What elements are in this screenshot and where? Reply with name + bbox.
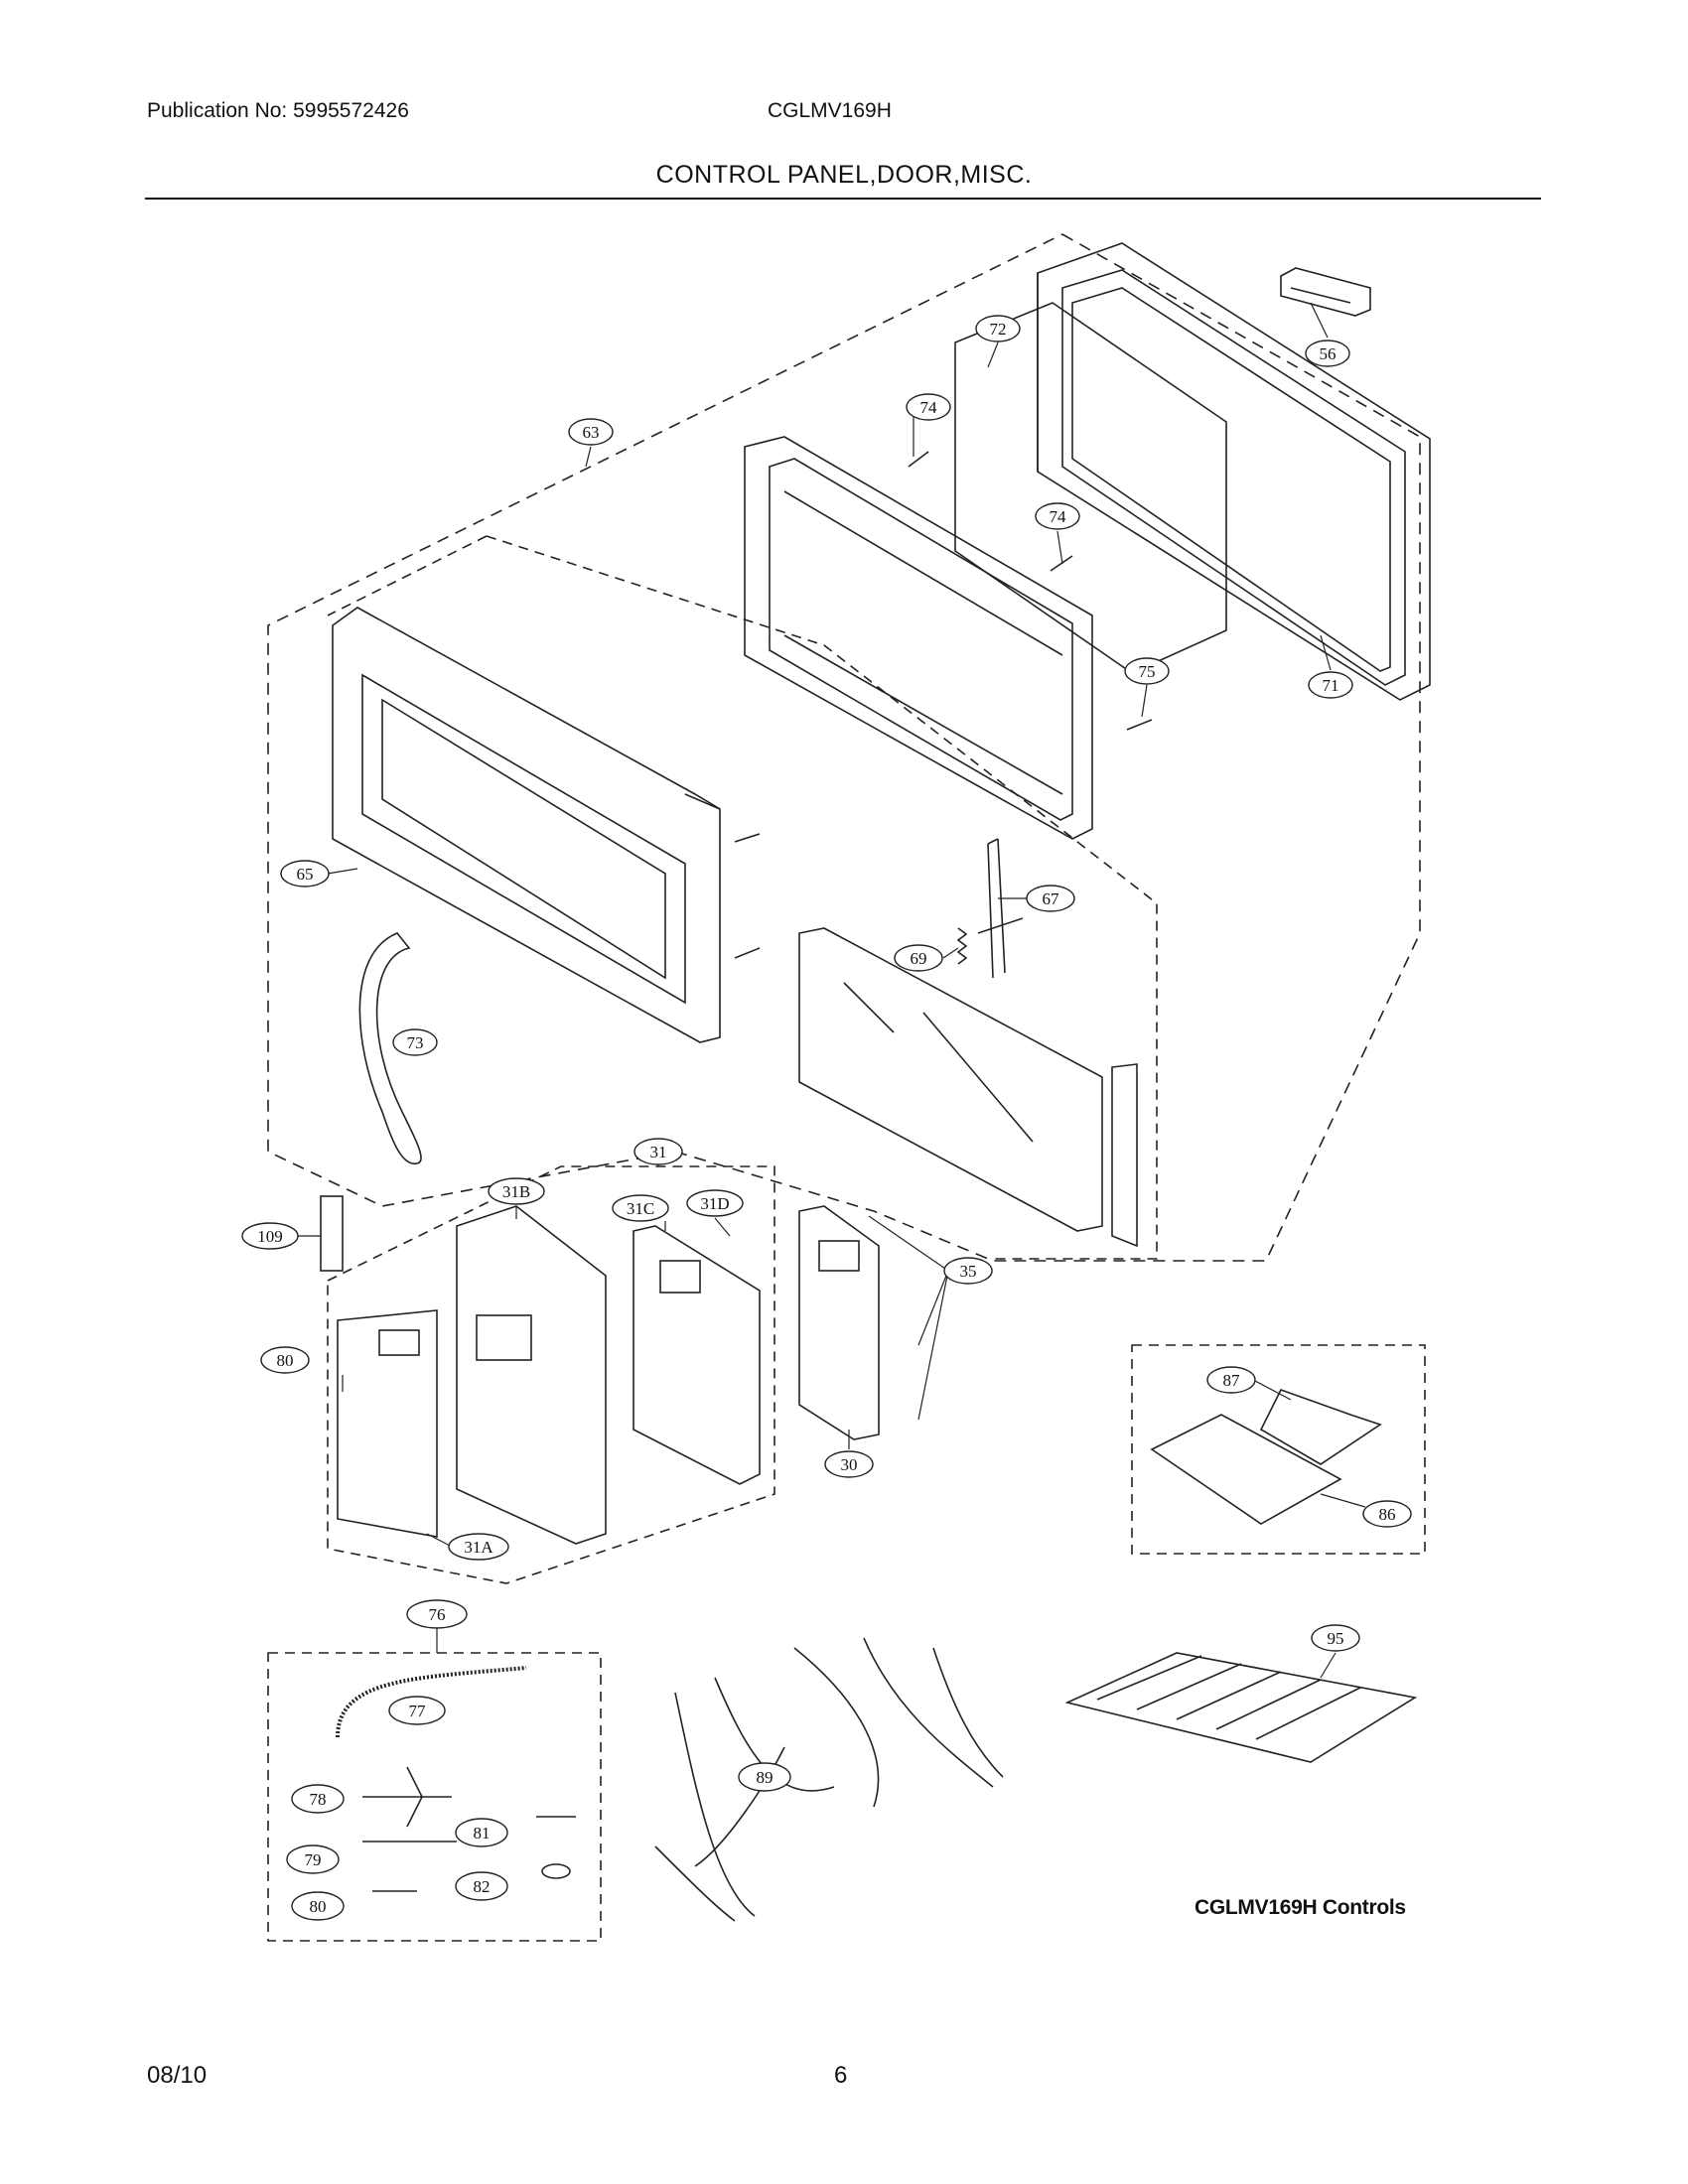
callout-label: 95 [1328,1629,1344,1648]
callout-label: 74 [1050,507,1067,526]
callout-label: 73 [407,1033,424,1052]
callout-label: 79 [305,1850,322,1869]
screws [734,451,1153,959]
leader-lines [298,302,1366,1679]
callout-label: 80 [277,1351,294,1370]
callout-label: 30 [841,1455,858,1474]
callout-label: 67 [1043,889,1060,908]
handle-73 [358,932,422,1164]
callout-label: 35 [960,1262,977,1281]
callout-label: 31A [464,1538,493,1557]
callout-label: 31 [650,1143,667,1161]
callout-label: 63 [583,423,600,442]
callout-label: 69 [911,949,927,968]
wire-harness-89 [654,1637,1004,1922]
washer-82 [541,1863,571,1879]
control-panel-boundary [327,1165,775,1584]
section-title: CONTROL PANEL,DOOR,MISC. [655,161,1033,189]
page-number: 6 [834,2062,848,2089]
callout-label: 65 [297,865,314,884]
callout-label: 72 [990,320,1007,339]
callout-label: 56 [1320,344,1336,363]
board-30 [798,1205,880,1440]
callouts [241,315,1412,1921]
callout-label: 82 [474,1877,491,1896]
callout-label: 31D [700,1194,729,1213]
diagram-caption: CGLMV169H Controls [1195,1896,1406,1919]
install-kit-box [267,1652,602,1942]
label-109 [320,1195,344,1272]
frame-31C [633,1225,761,1485]
gasket-77 [336,1666,527,1738]
callout-label: 31B [502,1182,530,1201]
misc-box [1131,1344,1426,1555]
door-frame-71 [1037,242,1431,701]
footer-date: 08/10 [147,2062,208,2089]
callout-label: 71 [1323,676,1339,695]
callout-labels: 56 72 74 74 63 71 75 65 67 69 73 31 31B … [257,320,1395,1916]
choke-boundary [486,535,1158,1260]
callout-label: 31C [627,1199,654,1218]
card-87 [1259,1389,1382,1465]
card-86 [1150,1414,1342,1525]
callout-label: 75 [1139,662,1156,681]
callout-label: 89 [757,1768,774,1787]
callout-label: 86 [1379,1505,1396,1524]
panel-31B [456,1205,607,1545]
callout-label: 87 [1223,1371,1241,1390]
door-panel-65 [332,607,721,1043]
membrane-31A [337,1309,438,1538]
callout-label: 81 [474,1824,491,1843]
door-glass-panel [798,927,1138,1248]
choke-frame-74 [744,436,1093,840]
callout-label: 80 [310,1897,327,1916]
latch-lever-67 [977,838,1024,979]
model-number: CGLMV169H [768,99,892,122]
header-rule [145,198,1541,200]
callout-label: 78 [310,1790,327,1809]
callout-label: 109 [257,1227,283,1246]
spring-69 [956,927,968,965]
callout-label: 74 [920,398,938,417]
callout-label: 76 [429,1605,446,1624]
glass-72 [954,302,1227,674]
publication-number: Publication No: 5995572426 [147,99,409,122]
rack-95 [1064,1652,1418,1763]
door-assembly-boundary [267,233,1421,1262]
callout-label: 77 [409,1702,427,1720]
latch-56 [1280,267,1371,317]
